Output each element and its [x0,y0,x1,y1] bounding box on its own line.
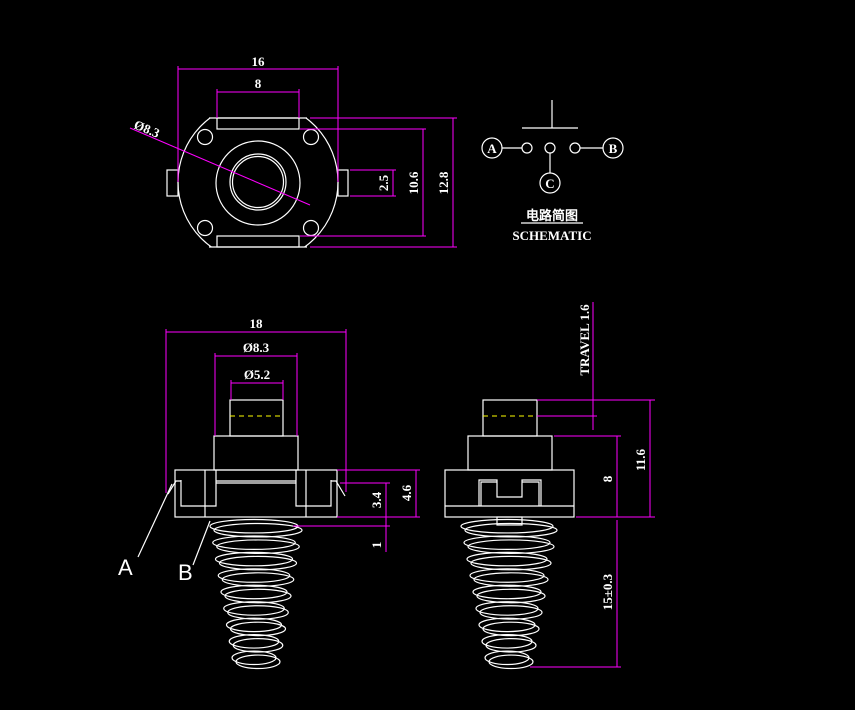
dim-spring-length: 15±0.3 [600,573,615,610]
dim-total-height: 11.6 [633,448,648,471]
schematic-title-cn: 电路简图 [526,208,578,223]
dim-travel: TRAVEL 1.6 [577,304,592,376]
base [174,469,338,518]
spring-coil [470,555,552,571]
spring-coil [232,638,284,653]
schematic-title-en: SCHEMATIC [512,228,591,243]
dim-width-overall: 16 [252,54,266,69]
spring-coil [229,621,287,637]
spring-coil [463,535,551,550]
right-tab [337,169,349,197]
dim-stem-diameter: Ø5.2 [244,367,270,382]
spring-coil [231,650,277,666]
spring-coil [217,568,291,583]
contact [569,142,581,154]
leader-b [192,520,211,566]
dim-diameter: Ø8.3 [132,117,163,141]
leader-a [137,483,173,558]
contact [544,142,556,154]
spring-coil [221,572,295,587]
spring-coil [223,601,285,616]
terminal-b [602,137,624,159]
terminal-c-label: C [545,176,554,191]
mount-hole [196,219,214,237]
spring-coil [460,518,554,534]
dim-slot-width: 8 [255,76,262,91]
contact [521,142,533,154]
spring-coil [485,638,537,653]
spring-coil [212,535,296,550]
spring-coil [482,621,540,637]
stem-outer [229,153,287,211]
spring-coil [475,601,539,616]
spring-coil [214,551,294,567]
side-view: TRAVEL 1.6 8 11.6 15±0.3 [444,302,655,670]
left-tab [166,169,179,197]
terminal-a-label: A [487,141,497,156]
top-view: 16 8 Ø8.3 2.5 10.6 12.8 [129,54,457,248]
cap [213,435,299,471]
bottom-slot [216,235,300,248]
actuator [229,399,284,437]
body-outline [177,118,339,247]
base [444,469,575,518]
spring-coil [220,584,288,600]
spring-coil [235,654,281,670]
terminal-b-label: B [609,141,618,156]
mount-hole [302,128,320,146]
label-a: A [118,555,133,580]
spring-coil [469,568,545,583]
mount-hole [196,128,214,146]
mount-hole [302,219,320,237]
top-slot [216,117,300,130]
diameter-leader [129,127,311,206]
spring-coil [224,588,292,604]
spring-coil [473,572,549,587]
dim-outer-height: 12.8 [436,171,451,194]
spring-coil [216,539,300,554]
spring-coil [466,551,548,567]
spring-coil [488,654,534,670]
dim-cap-diameter: Ø8.3 [243,340,270,355]
spring-coil [484,650,530,666]
front-view: A B 18 Ø8.3 Ø5.2 3.4 4.6 1 [118,316,420,670]
dim-body-height: 8 [600,475,615,482]
spring-coil [227,605,289,620]
dim-tab-height: 2.5 [376,174,391,191]
spring-coil [464,522,558,538]
spring [209,518,303,670]
dim-inner-height: 10.6 [406,171,421,194]
stem-inner [231,155,285,209]
terminal-c [539,172,561,194]
schematic: A B C 电路简图 SCHEMATIC [481,100,624,243]
dim-width-overall: 18 [250,316,264,331]
spring-coil [218,555,298,571]
actuator [482,399,538,437]
cap [467,435,553,471]
spring-coil [467,539,555,554]
spring-coil [479,605,543,620]
label-b: B [178,560,193,585]
spring-coil [472,584,542,600]
cap-ring [215,140,301,226]
spring-coil [213,522,303,538]
spring-coil [476,588,546,604]
dim-base-height: 4.6 [399,484,414,501]
dim-base-inner-height: 3.4 [369,491,384,508]
dim-spring-offset: 1 [369,542,384,549]
spring [460,518,558,670]
